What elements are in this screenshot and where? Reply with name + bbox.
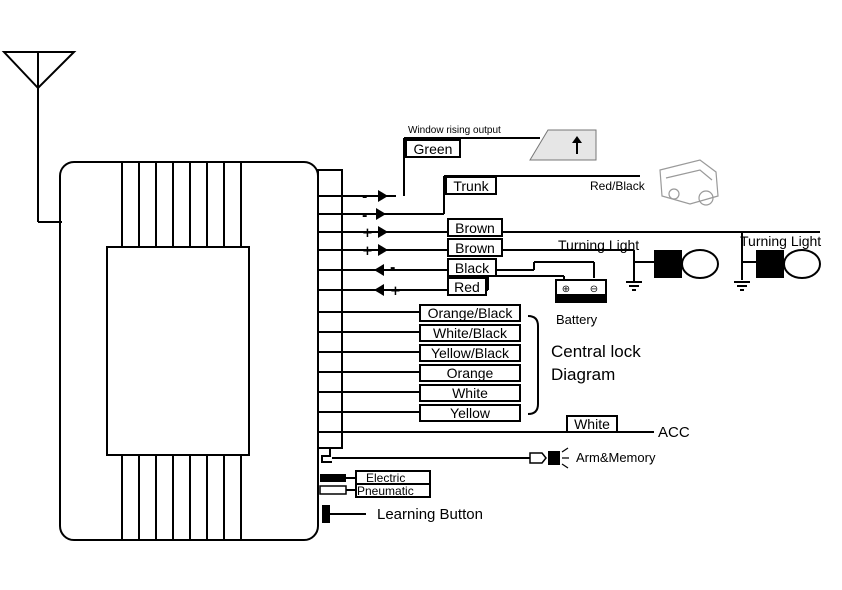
pneumatic-label: Pneumatic [357,484,414,498]
acc-label: ACC [658,424,690,441]
wire-label-white-black: White/Black [433,325,508,341]
wire-label-green: Green [414,141,453,157]
wire-box-yellow [419,404,521,422]
central-lock-label: Central lock [551,342,641,361]
battery-label: Battery [556,312,598,327]
wire-label-brown-1: Brown [455,220,495,236]
wire-box-trunk [445,176,497,195]
trunk-wire: Trunk Red/Black - [342,175,646,224]
wire-box-black [447,258,497,277]
control-module [59,161,343,541]
red-wire: Red + [342,275,565,299]
diagram-label: Diagram [551,365,615,384]
wire-label-black: Black [455,260,490,276]
wire-box-white-acc [566,415,618,433]
acc-wire: White ACC [318,415,690,441]
learning-button: Learning Button [322,505,483,523]
wire-box-green [405,139,461,158]
wire-box-yellow-black [419,344,521,362]
window-output-wire: Green Window rising output - [342,125,540,205]
turning-light-2-label: Turning Light [740,233,821,249]
battery-minus-symbol: ⊖ [590,284,598,295]
electric-label: Electric [366,471,405,485]
wire-label-white-acc: White [574,416,610,432]
wire-label-white: White [452,385,488,401]
arm-memory-led: Arm&Memory [321,447,656,469]
wire-label-orange: Orange [447,365,494,381]
sign-black: - [390,261,395,276]
wire-box-brown-2 [447,238,503,257]
car-rear-icon [659,159,719,206]
wire-label-yellow-black: Yellow/Black [431,345,510,361]
red-black-label: Red/Black [590,179,646,193]
wire-box-white [419,384,521,402]
turning-light-1: Turning Light [558,237,719,291]
electric-pneumatic-selector: Electric Pneumatic [319,470,431,498]
wire-label-orange-black: Orange/Black [428,305,514,321]
brown-wire-1: Brown + [342,218,820,280]
turning-light-1-label: Turning Light [558,237,639,253]
wire-box-white-black [419,324,521,342]
central-lock-wires: Orange/Black White/Black Yellow/Black Or… [318,304,641,422]
sign-brown-2: + [362,244,373,259]
sign-brown-1: + [362,226,373,241]
battery-plus-symbol: ⊕ [562,284,570,295]
sign-trunk: - [362,209,367,224]
wire-label-brown-2: Brown [455,240,495,256]
central-lock-bracket [527,315,539,415]
wire-box-orange [419,364,521,382]
wire-label-red: Red [454,279,480,295]
wire-box-red [447,277,487,296]
learning-button-label: Learning Button [377,506,483,523]
brown-wire-2: Brown + [342,238,654,282]
wire-label-trunk: Trunk [453,178,489,194]
antenna-icon [1,51,77,223]
sign-red: + [390,284,401,299]
window-icon [529,129,597,161]
arm-memory-label: Arm&Memory [576,450,656,465]
turning-light-2: Turning Light [734,233,821,291]
wire-box-brown-1 [447,218,503,237]
pneumatic-box [355,483,431,498]
window-output-label: Window rising output [408,125,501,136]
black-wire: Black - [342,258,595,278]
wire-label-yellow: Yellow [450,405,491,421]
sign-green: - [362,190,367,205]
wire-box-orange-black [419,304,521,322]
battery-icon: ⊕ ⊖ Battery [555,279,607,327]
connector-stubs [318,195,342,291]
